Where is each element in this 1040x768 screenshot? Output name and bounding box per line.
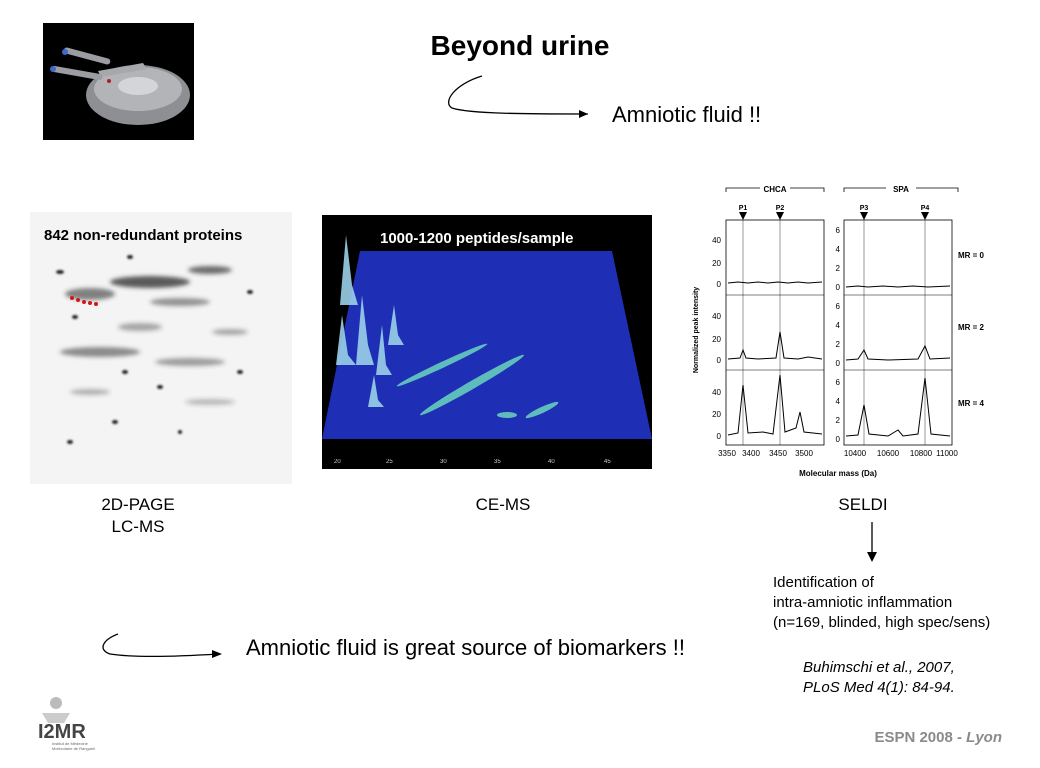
ce-overlay-label: 1000-1200 peptides/sample [380,230,574,247]
group-label-chca: CHCA [763,185,786,194]
svg-text:20: 20 [712,335,721,344]
seldi-caption: SELDI [838,495,888,514]
2d-gel-image [30,212,292,484]
down-arrow-icon [867,522,877,562]
row-label-mr0: MR = 0 [958,251,985,260]
svg-text:4: 4 [836,397,841,406]
svg-text:40: 40 [712,236,721,245]
ce-ms-3d-plot: 20 25 30 35 40 45 [322,215,652,469]
seldi-spectra-figure: CHCA SPA P1 P2 P3 P4 40 20 0 40 20 [688,180,985,490]
row-label-mr4: MR = 4 [958,399,985,408]
peak-label-p1: P1 [739,205,748,212]
i2mr-logo: I2MR Institut de Médecine Moléculaire de… [36,693,106,753]
svg-text:6: 6 [836,226,841,235]
svg-text:30: 30 [440,459,447,465]
svg-text:3500: 3500 [795,449,813,458]
citation: Buhimschi et al., 2007, PLoS Med 4(1): 8… [803,659,955,696]
logo-text: I2MR [38,721,86,743]
ce-caption: CE-MS [475,495,531,514]
svg-text:2: 2 [836,416,841,425]
svg-text:3350: 3350 [718,449,736,458]
svg-text:3400: 3400 [742,449,760,458]
svg-text:0: 0 [836,435,841,444]
group-label-spa: SPA [893,185,909,194]
footer-event: ESPN 2008 - Lyon [874,729,1002,746]
svg-text:0: 0 [836,359,841,368]
svg-text:6: 6 [836,378,841,387]
svg-text:2: 2 [836,340,841,349]
seldi-ylabel: Normalized peak intensity [693,287,700,373]
curved-arrow-icon [448,75,589,118]
gel-caption: 2D-PAGE LC-MS [78,494,198,538]
svg-text:11000: 11000 [936,449,958,458]
svg-text:20: 20 [712,410,721,419]
svg-text:3450: 3450 [769,449,787,458]
svg-text:Institut de Médecine: Institut de Médecine [52,741,89,746]
conclusion-text: Amniotic fluid is great source of biomar… [246,635,685,660]
identification-text: Identification of intra-amniotic inflamm… [773,574,991,631]
svg-text:25: 25 [386,459,393,465]
gel-caption-line2: LC-MS [111,517,165,536]
svg-text:0: 0 [717,432,722,441]
svg-text:0: 0 [717,356,722,365]
amniotic-fluid-note: Amniotic fluid !! [612,102,762,127]
svg-text:45: 45 [604,459,611,465]
svg-text:20: 20 [712,259,721,268]
svg-text:6: 6 [836,302,841,311]
svg-text:35: 35 [494,459,501,465]
svg-text:20: 20 [334,459,341,465]
starship-image [43,23,194,140]
seldi-xlabel: Molecular mass (Da) [799,469,877,478]
curved-arrow-icon-2 [102,633,222,658]
svg-text:10600: 10600 [877,449,900,458]
svg-text:40: 40 [712,312,721,321]
peak-label-p4: P4 [921,205,930,212]
svg-text:40: 40 [548,459,555,465]
svg-text:Moléculaire de Rangueil: Moléculaire de Rangueil [52,746,95,751]
slide-title: Beyond urine [430,30,610,61]
gel-caption-line1: 2D-PAGE [101,495,175,514]
svg-text:10400: 10400 [844,449,867,458]
svg-text:4: 4 [836,245,841,254]
svg-text:10800: 10800 [910,449,933,458]
svg-text:40: 40 [712,388,721,397]
row-label-mr2: MR = 2 [958,323,985,332]
svg-text:0: 0 [836,283,841,292]
svg-text:4: 4 [836,321,841,330]
peak-label-p3: P3 [860,205,869,212]
svg-text:2: 2 [836,264,841,273]
peak-label-p2: P2 [776,205,785,212]
gel-overlay-label: 842 non-redundant proteins [44,227,243,244]
svg-text:0: 0 [717,280,722,289]
